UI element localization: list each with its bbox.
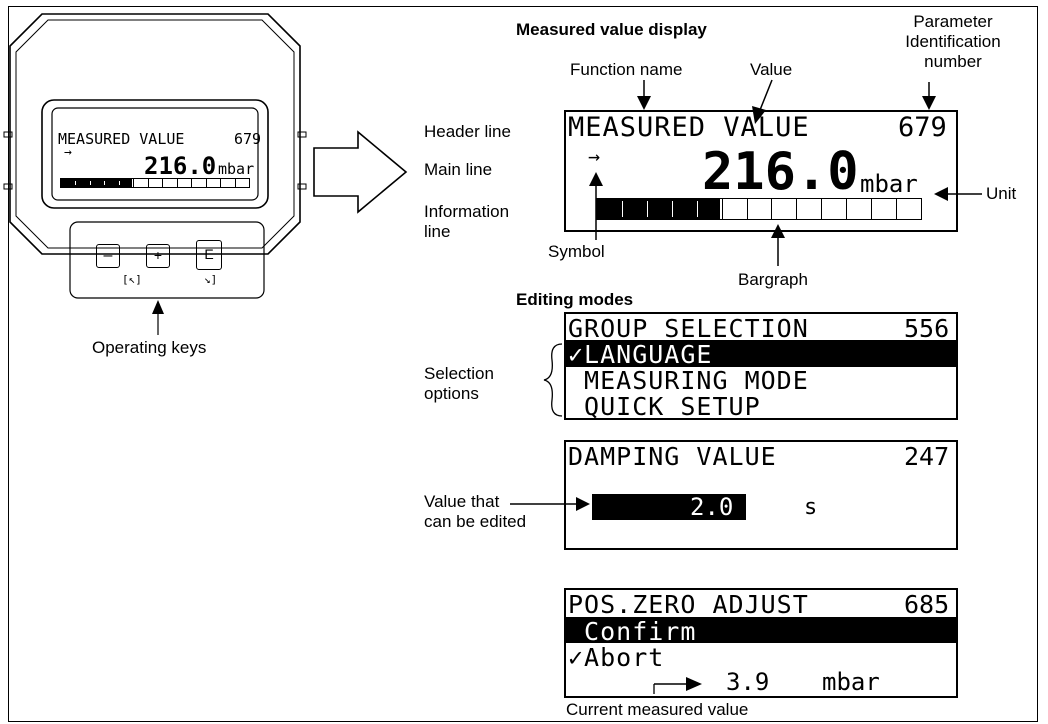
bargraph-segment-divider <box>162 179 163 187</box>
bargraph-segment-divider <box>846 199 847 219</box>
lcd-header-name: MEASURED VALUE <box>568 112 810 143</box>
group-selection-id: 556 <box>904 314 950 343</box>
zero-adjust-lcd <box>564 588 958 698</box>
plus-key[interactable]: + <box>146 244 170 268</box>
bargraph-segment-divider <box>119 181 120 185</box>
unit-label: Unit <box>986 184 1017 203</box>
zero-adjust-id: 685 <box>904 590 950 619</box>
selected-option-highlight <box>566 340 956 367</box>
main-line-label: Main line <box>424 160 493 179</box>
bargraph-segment-divider <box>235 179 236 187</box>
value-label: Value <box>750 60 793 79</box>
current-measured-value-label: Current measured value <box>566 700 749 719</box>
bargraph-segment-divider <box>75 181 76 185</box>
bargraph-segment-divider <box>191 179 192 187</box>
header-line-label: Header line <box>424 122 511 141</box>
bargraph-fill <box>61 179 132 187</box>
bargraph-segment-divider <box>647 201 648 217</box>
editable-value-label: Value that can be edited <box>424 492 527 531</box>
device-header-id: 679 <box>234 130 262 148</box>
editing-modes-title: Editing modes <box>516 290 634 309</box>
bargraph-segment-divider <box>133 179 134 187</box>
bargraph-segment-divider <box>896 199 897 219</box>
device-bargraph <box>60 178 250 188</box>
device-symbol: → <box>64 145 72 160</box>
parameter-id-label: Parameter Identification number <box>905 12 1001 71</box>
option-quick-setup[interactable]: QUICK SETUP <box>568 392 761 421</box>
operating-keys-caption: Operating keys <box>92 338 207 357</box>
bargraph-label: Bargraph <box>738 270 808 289</box>
bargraph-segment-divider <box>672 201 673 217</box>
bargraph-segment-divider <box>697 201 698 217</box>
lcd-bargraph <box>596 198 922 220</box>
bargraph-segment-divider <box>104 181 105 185</box>
bargraph-segment-divider <box>771 199 772 219</box>
escape-hint-icon: [↖] <box>122 273 142 286</box>
lcd-value: 216.0 <box>702 142 859 202</box>
bargraph-segment-divider <box>821 199 822 219</box>
enter-key[interactable]: E <box>196 240 222 270</box>
option-abort[interactable]: ✓Abort <box>568 643 665 672</box>
bargraph-segment-divider <box>796 199 797 219</box>
function-name-label: Function name <box>570 60 683 79</box>
bargraph-segment-divider <box>622 201 623 217</box>
minus-key[interactable]: – <box>96 244 120 268</box>
figure-frame <box>8 6 1038 722</box>
bargraph-fill <box>597 199 720 219</box>
selection-options-label: Selection options <box>424 364 494 403</box>
damping-value[interactable]: 2.0 <box>690 493 734 521</box>
confirm-highlight <box>566 617 956 643</box>
bargraph-segment-divider <box>90 181 91 185</box>
damping-header: DAMPING VALUE <box>568 442 777 471</box>
option-measuring-mode[interactable]: MEASURING MODE <box>568 366 809 395</box>
device-header-name: MEASURED VALUE <box>58 130 185 148</box>
device-unit: mbar <box>218 160 255 178</box>
zero-adjust-header: POS.ZERO ADJUST <box>568 590 809 619</box>
lcd-symbol: → <box>588 144 601 168</box>
option-confirm[interactable]: Confirm <box>568 617 697 646</box>
information-line-label: Information line <box>424 202 510 241</box>
lcd-header-id: 679 <box>898 112 947 143</box>
option-language[interactable]: ✓LANGUAGE <box>568 340 713 369</box>
damping-edit-field[interactable] <box>592 494 746 520</box>
current-value-unit: mbar <box>822 668 880 696</box>
bargraph-segment-divider <box>871 199 872 219</box>
bargraph-segment-divider <box>177 179 178 187</box>
current-value: 3.9 <box>726 668 770 696</box>
device-value: 216.0 <box>144 152 217 180</box>
group-selection-header: GROUP SELECTION <box>568 314 809 343</box>
bargraph-segment-divider <box>220 179 221 187</box>
damping-id: 247 <box>904 442 950 471</box>
bargraph-segment-divider <box>722 199 723 219</box>
bargraph-segment-divider <box>206 179 207 187</box>
enter-hint-icon: ↘] <box>204 273 218 286</box>
damping-unit: s <box>804 495 818 520</box>
bargraph-segment-divider <box>148 179 149 187</box>
symbol-label: Symbol <box>548 242 605 261</box>
bargraph-segment-divider <box>747 199 748 219</box>
measured-display-title: Measured value display <box>516 20 707 39</box>
lcd-unit: mbar <box>860 170 918 198</box>
